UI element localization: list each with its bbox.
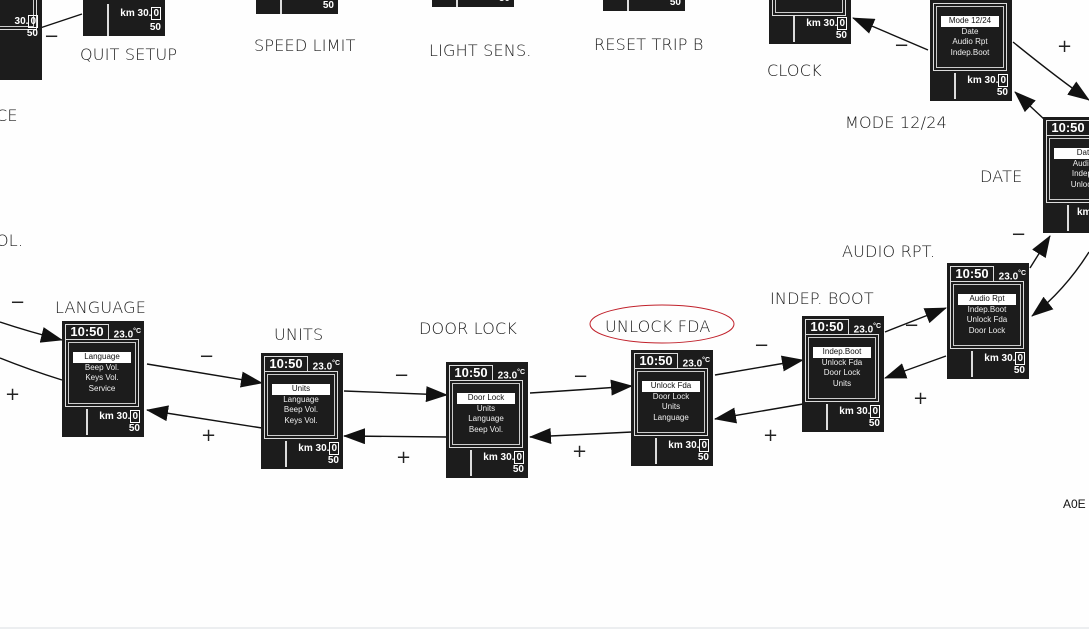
screen-light-sens: 50 — [432, 0, 514, 7]
screen-indep-boot: 10:50 23.0°C Indep.Boot Unlock Fda Door … — [802, 316, 884, 432]
label-door-lock: DOOR LOCK — [419, 319, 518, 338]
minus-sign: − — [573, 366, 589, 387]
highlight-ellipse — [589, 304, 735, 344]
bottom-divider — [0, 627, 1089, 629]
label-light-sens: LIGHT SENS. — [429, 41, 532, 60]
screen-unlock-fda: 10:50 23.0°C Unlock Fda Door Lock Units … — [631, 350, 713, 466]
plus-sign: + — [1057, 36, 1073, 57]
minus-sign: − — [894, 35, 910, 56]
minus-sign: − — [1011, 224, 1027, 245]
screen-date: 10:50 23.0°C Dat Audio Indep. Unlock km — [1043, 117, 1089, 233]
minus-sign: − — [199, 346, 215, 367]
label-indep-boot: INDEP. BOOT — [770, 289, 874, 308]
plus-sign: + — [572, 441, 588, 462]
plus-sign: + — [396, 447, 412, 468]
screen-door-lock: 10:50 23.0°C Door Lock Units Language Be… — [446, 362, 528, 478]
label-speed-limit: SPEED LIMIT — [254, 36, 356, 55]
screen-mode-12-24: Mode 12/24 Date Audio Rpt Indep.Boot km … — [930, 0, 1012, 101]
arrow-indep-to-audio — [884, 307, 947, 333]
plus-sign: + — [5, 384, 21, 405]
arrow-audio-to-indep — [884, 355, 947, 379]
label-mode-12-24: MODE 12/24 — [845, 113, 948, 132]
arrow-mode-to-clock — [852, 17, 929, 51]
label-clock: CLOCK — [767, 61, 822, 80]
arrow-unlock-to-indep — [714, 355, 804, 376]
arrow-left-to-language — [0, 321, 63, 343]
screen-units: 10:50 23.0°C Units Language Beep Vol. Ke… — [261, 353, 343, 469]
plus-sign: + — [913, 388, 929, 409]
minus-sign: − — [44, 26, 60, 47]
reference-code: A0E — [1063, 497, 1086, 511]
label-audio-rpt: AUDIO RPT. — [842, 242, 936, 261]
minus-sign: − — [904, 315, 920, 336]
screen-quit-setup: km 30.0 50 — [83, 0, 165, 36]
arrow-date-to-audio — [1031, 251, 1089, 317]
arrow-language-to-left — [0, 357, 63, 381]
screen-clock: km 30.0 50 — [769, 0, 851, 44]
arrow-doorlock-to-unlock — [529, 379, 633, 396]
plus-sign: + — [201, 425, 217, 446]
arrow-language-to-units — [146, 363, 263, 388]
screen-audio-rpt: 10:50 23.0°C Audio Rpt Indep.Boot Unlock… — [947, 263, 1029, 379]
screen-partial-left: 30.0 50 — [0, 0, 42, 80]
arrow-doorlock-to-units — [343, 428, 448, 445]
screen-reset-trip-b: 50 — [603, 0, 685, 11]
minus-sign: − — [754, 335, 770, 356]
label-quit-setup: QUIT SETUP — [80, 45, 178, 64]
label-service-partial: CE — [0, 106, 18, 125]
minus-sign: − — [394, 365, 410, 386]
label-date: DATE — [980, 167, 1023, 186]
label-reset-trip-b: RESET TRIP B — [594, 35, 704, 54]
arrow-unlock-to-doorlock — [529, 427, 633, 444]
label-unlock-fda: UNLOCK FDA — [605, 317, 711, 336]
label-keys-vol-partial: OL. — [0, 231, 24, 250]
arrow-indep-to-unlock — [714, 403, 804, 424]
screen-speed-limit: 50 — [256, 0, 338, 14]
minus-sign: − — [212, 0, 227, 8]
minus-sign: − — [10, 292, 26, 313]
label-language: LANGUAGE — [55, 298, 147, 317]
screen-language: 10:50 23.0°C Language Beep Vol. Keys Vol… — [62, 321, 144, 437]
arrow-date-to-mode — [1014, 91, 1046, 121]
arrow-units-to-language — [146, 405, 263, 429]
arrow-mode-to-date — [1012, 41, 1089, 101]
label-units: UNITS — [274, 325, 324, 344]
minus-sign: − — [726, 0, 741, 8]
arrow-units-to-doorlock — [343, 386, 448, 403]
arrow-audio-to-date — [1029, 235, 1051, 269]
plus-sign: + — [763, 425, 779, 446]
